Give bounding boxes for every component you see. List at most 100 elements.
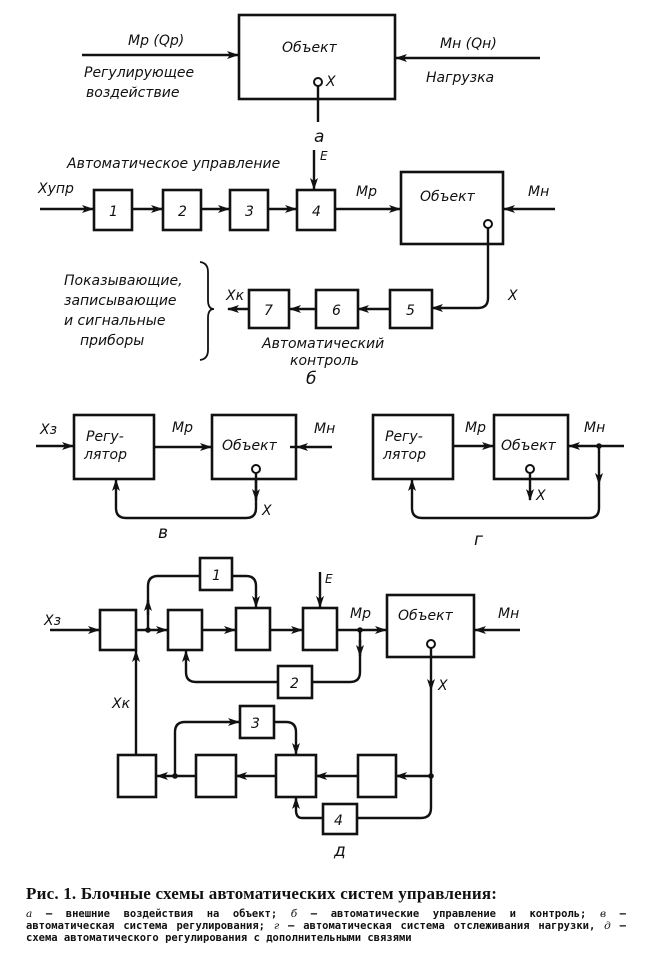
caption-title: Рис. 1. Блочные схемы автоматических сис… — [26, 884, 498, 903]
legend-letter-a: а — [26, 908, 33, 920]
path-to-block-1 — [146, 574, 200, 630]
xk-block — [116, 753, 158, 799]
object-block — [399, 170, 505, 246]
legend-text-a: — внешние воздействия на объект; — [32, 908, 291, 920]
mp-symbol: Mр — [465, 420, 486, 436]
output-symbol: X — [437, 678, 448, 694]
instruments-brace — [199, 261, 215, 361]
mp-symbol: Mр — [350, 606, 371, 622]
comparator-block — [98, 608, 138, 652]
path-to-block-2 — [312, 630, 362, 684]
mh-symbol: Mн — [584, 420, 605, 436]
mh-symbol: Mн — [498, 606, 519, 622]
instruments-line-4: приборы — [80, 333, 144, 349]
object-label: Объект — [282, 40, 338, 56]
setpoint-symbol: Xз — [43, 613, 61, 629]
control-input-name-1: Регулирующее — [84, 65, 194, 81]
object-label: Объект — [398, 608, 454, 624]
legend-text-d: — схема автоматического регулирования с … — [26, 920, 626, 944]
legend-text-g: — автоматическая система отслеживания на… — [279, 920, 605, 932]
mh-symbol: Mн — [314, 421, 335, 437]
path-from-block-3 — [274, 720, 300, 755]
block-b — [234, 606, 272, 652]
output-port — [313, 77, 323, 87]
block-1-label: 1 — [212, 568, 221, 584]
xk-symbol: Xк — [111, 696, 131, 712]
mp-symbol: Mр — [356, 184, 377, 200]
output-port — [483, 219, 493, 229]
block-1-label: 1 — [109, 204, 118, 220]
output-feedback-line — [431, 228, 490, 312]
feedforward-loop — [408, 479, 601, 520]
regulator-label-1: Регу- — [385, 429, 423, 445]
object-label: Объект — [501, 438, 557, 454]
sensor-block — [356, 753, 398, 799]
disturbance-symbol: E — [325, 572, 333, 586]
figure-caption: Рис. 1. Блочные схемы автоматических сис… — [26, 884, 626, 944]
panel-a: Объект Mр (Qр) Регулирующее воздействие … — [82, 13, 540, 147]
block-2 — [161, 188, 203, 232]
block-diagram-figure: Объект Mр (Qр) Регулирующее воздействие … — [36, 13, 624, 861]
path-from-block-4 — [292, 797, 323, 820]
caption-legend: а — внешние воздействия на объект; б — а… — [26, 908, 626, 944]
panel-b: Автоматическое управление Xупр 1 2 3 4 E… — [37, 149, 555, 389]
regulator-label-2: лятор — [83, 447, 127, 463]
load-name: Нагрузка — [426, 70, 494, 86]
control-input-name-2: воздействие — [86, 85, 179, 101]
block-c — [301, 606, 339, 652]
mh-symbol: Mн — [528, 184, 549, 200]
block-1 — [198, 556, 234, 592]
output-port — [525, 464, 535, 474]
output-symbol: X — [535, 488, 546, 504]
panel-letter-d: д — [333, 841, 346, 861]
legend-text-b: — автоматические управление и контроль; — [297, 908, 600, 920]
legend-letter-b: б — [290, 908, 298, 920]
block-2-label: 2 — [290, 676, 299, 692]
block-6 — [314, 288, 360, 330]
block-4 — [295, 188, 337, 232]
legend-text-v: — автоматическая система регулирования; — [26, 908, 626, 932]
path-to-block-3 — [173, 718, 240, 776]
block-4-label: 4 — [334, 813, 343, 829]
automatic-control-title: Автоматическое управление — [66, 156, 280, 172]
block-3-label: 3 — [245, 204, 254, 220]
panel-letter-g: г — [474, 530, 483, 550]
block-2-label: 2 — [178, 204, 187, 220]
setpoint-symbol: Xз — [39, 422, 57, 438]
object-label: Объект — [222, 438, 278, 454]
output-symbol: X — [507, 288, 518, 304]
control-input-symbol: Mр (Qр) — [128, 33, 184, 49]
disturbance-symbol: E — [320, 149, 328, 163]
block-4-label: 4 — [312, 204, 321, 220]
instruments-line-1: Показывающие, — [64, 273, 183, 289]
load-symbol: Mн (Qн) — [440, 36, 497, 52]
monitor-title-2: контроль — [290, 353, 359, 369]
output-symbol: X — [325, 74, 336, 90]
panel-letter-v: в — [158, 523, 168, 543]
path-to-block-4 — [338, 776, 433, 822]
mp-symbol: Mр — [172, 420, 193, 436]
path-from-block-1 — [232, 574, 260, 608]
block-a — [166, 608, 204, 652]
instruments-line-2: записывающие — [64, 293, 177, 309]
block-7-label: 7 — [264, 303, 273, 319]
xk-symbol: Xк — [225, 288, 245, 304]
control-input-symbol: Xупр — [37, 181, 74, 197]
panel-g: Регу- лятор Mр Объект X Mн г — [371, 413, 624, 550]
legend-letter-d: д — [604, 920, 611, 932]
instruments-line-3: и сигнальные — [64, 313, 165, 329]
left-mid-block — [194, 753, 238, 799]
block-3 — [228, 188, 270, 232]
feedback-loop — [112, 473, 258, 520]
block-1 — [92, 188, 134, 232]
panel-letter-b: б — [306, 369, 316, 389]
block-5 — [388, 288, 434, 330]
panel-v: Xз Регу- лятор Mр Объект Mн X в — [36, 413, 335, 543]
block-6-label: 6 — [332, 303, 341, 319]
monitor-title-1: Автоматический — [261, 336, 384, 352]
output-port — [426, 639, 436, 649]
regulator-label-2: лятор — [382, 447, 426, 463]
path-from-block-2 — [182, 650, 278, 684]
block-3-label: 3 — [251, 716, 260, 732]
regulator-label-1: Регу- — [86, 429, 124, 445]
